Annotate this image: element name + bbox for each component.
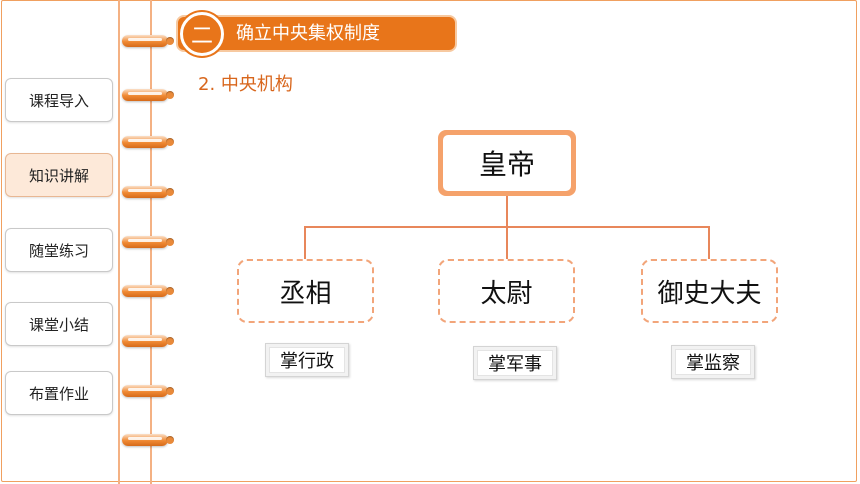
- binder-ring: [122, 432, 174, 448]
- diagram-node-label: 丞相: [279, 278, 332, 309]
- section-number-badge: 二: [180, 12, 224, 56]
- subsection-title: 2. 中央机构: [198, 74, 293, 95]
- sidebar-item-label: 课程导入: [28, 91, 89, 110]
- sidebar-item-label: 课堂小结: [28, 315, 89, 334]
- sidebar-item-label: 布置作业: [28, 384, 89, 403]
- sidebar-item-label: 知识讲解: [28, 166, 89, 185]
- binder-ring: [122, 283, 174, 299]
- diagram-node-chancellor: 丞相: [237, 259, 374, 323]
- duty-label-administration: 掌行政: [265, 343, 349, 377]
- connector-to-child-1: [304, 226, 306, 259]
- diagram-root-node: 皇帝: [438, 130, 576, 196]
- section-title: 确立中央集权制度: [236, 23, 380, 44]
- diagram-root-label: 皇帝: [478, 148, 535, 181]
- sidebar-item-practice[interactable]: 随堂练习: [5, 228, 113, 272]
- duty-text: 掌监察: [686, 353, 740, 374]
- binder-ring: [122, 333, 174, 349]
- sidebar-item-label: 随堂练习: [28, 241, 89, 260]
- connector-to-child-2: [506, 226, 508, 259]
- duty-text: 掌军事: [488, 354, 542, 375]
- binder-ring: [122, 184, 174, 200]
- sidebar-item-knowledge[interactable]: 知识讲解: [5, 153, 113, 197]
- diagram-node-grand-commandant: 太尉: [438, 259, 575, 323]
- connector-root-down: [506, 196, 508, 227]
- binder-ring: [122, 383, 174, 399]
- duty-text: 掌行政: [280, 351, 334, 372]
- diagram-node-label: 太尉: [480, 278, 533, 309]
- binder-ring: [122, 87, 174, 103]
- binder-ring: [122, 33, 174, 49]
- binder-ring: [122, 134, 174, 150]
- binding-line-left: [118, 0, 120, 484]
- sidebar-item-course-intro[interactable]: 课程导入: [5, 78, 113, 122]
- diagram-node-label: 御史大夫: [657, 278, 762, 309]
- sidebar-item-homework[interactable]: 布置作业: [5, 371, 113, 415]
- connector-to-child-3: [708, 226, 710, 259]
- diagram-node-imperial-censor: 御史大夫: [641, 259, 778, 323]
- section-number: 二: [190, 24, 213, 49]
- duty-label-military: 掌军事: [473, 346, 557, 380]
- sidebar-item-summary[interactable]: 课堂小结: [5, 302, 113, 346]
- binder-ring: [122, 234, 174, 250]
- duty-label-supervision: 掌监察: [671, 345, 755, 379]
